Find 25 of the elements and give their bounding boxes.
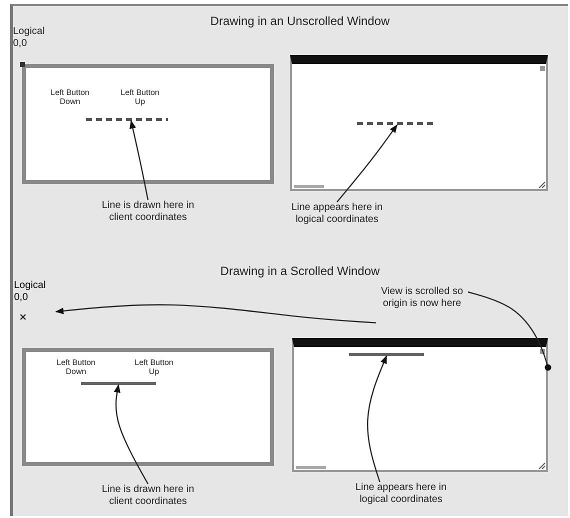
section-heading: Drawing in a Scrolled Window bbox=[219, 264, 381, 278]
arrow bbox=[55, 304, 376, 324]
drawn-line bbox=[81, 382, 156, 385]
arrow bbox=[336, 124, 398, 202]
window-panel bbox=[22, 64, 274, 184]
arrow bbox=[367, 355, 388, 482]
origin-label: Logical 0,0 bbox=[13, 26, 46, 50]
arrow bbox=[114, 384, 149, 484]
origin-label: Logical 0,0 bbox=[14, 280, 56, 324]
window-panel bbox=[22, 348, 274, 466]
callout-text: Line is drawn here in client coordinates bbox=[98, 200, 198, 228]
window-drawing bbox=[292, 338, 548, 472]
callout-text: View is scrolled so origin is now here bbox=[376, 286, 468, 326]
arrow bbox=[130, 120, 149, 200]
event-label: Left Button Down bbox=[50, 88, 90, 106]
event-label: Left Button Up bbox=[134, 358, 174, 376]
event-label: Left Button Down bbox=[56, 358, 96, 376]
callout-text: Line is drawn here in client coordinates bbox=[98, 484, 198, 512]
window-drawing bbox=[290, 55, 548, 191]
callout-text: Line appears here in logical coordinates bbox=[284, 202, 390, 230]
drawn-line bbox=[86, 118, 168, 121]
callout-text: Line appears here in logical coordinates bbox=[348, 482, 454, 510]
section-heading: Drawing in an Unscrolled Window bbox=[209, 14, 391, 28]
event-label: Left Button Up bbox=[120, 88, 160, 106]
drawn-line bbox=[349, 353, 424, 356]
